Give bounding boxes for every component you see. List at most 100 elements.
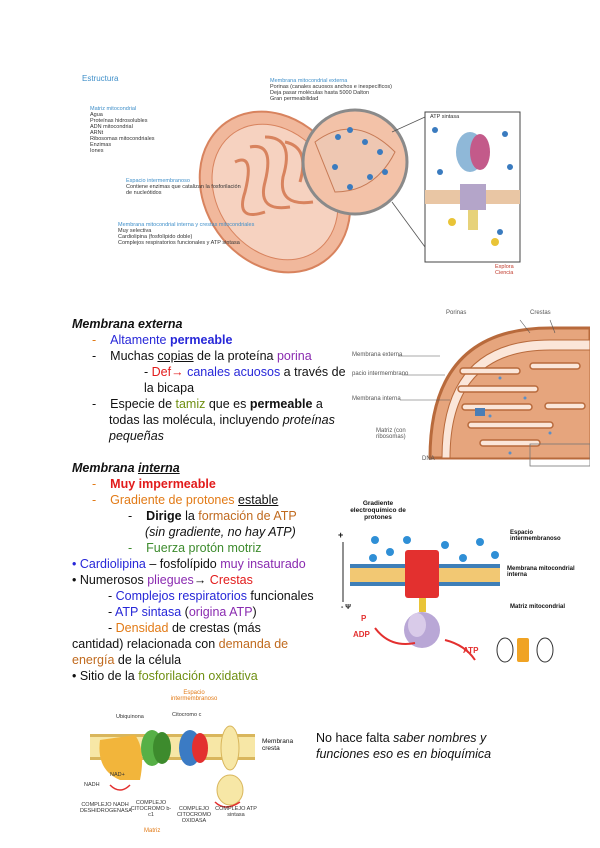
externa-bullet-2: -Muchas copias de la proteína porina	[92, 349, 312, 363]
mitochondria-illustration	[198, 108, 521, 274]
interna-densidad: - Densidad de crestas (más	[108, 620, 261, 636]
note-l1a: No hace falta	[316, 731, 394, 745]
proton-gradient-illustration	[342, 536, 554, 663]
label-porinas: Porinas	[446, 310, 467, 316]
externa-b3-rest1: a través de	[280, 365, 346, 379]
interna-den-l3a: energía	[72, 653, 115, 667]
espacio-item: Contiene enzimas que catalizan la fosfor…	[126, 184, 241, 196]
interna-sub-2: -Fuerza protón motriz	[128, 541, 262, 555]
gradient-espacio-label: Espacio intermembranoso	[510, 530, 561, 542]
gradient-membrana-label: Membrana mitocondrial interna	[507, 566, 575, 578]
interna-cx-comp: Complejos respiratorios	[115, 589, 247, 603]
espacio-title: Espacio intermembranoso	[126, 178, 190, 184]
proton-gradient-figure: Gradiente electroquímico de protones + -…	[335, 500, 590, 680]
interna-den-l3b: de la célula	[114, 653, 182, 667]
interna-cx-dash: -	[108, 589, 116, 603]
interna-c-ins: muy insaturado	[220, 557, 306, 571]
interna-den-rest: de crestas (más	[168, 621, 261, 635]
logo: Explora Ciencia	[495, 264, 514, 276]
label-matriz: Matriz (con ribosomas)	[376, 428, 406, 440]
interna-atp-dash: -	[108, 605, 115, 619]
label-crestas: Crestas	[530, 310, 551, 316]
interna-n-pl: pliegues	[147, 573, 194, 587]
externa-heading: Membrana externa	[72, 317, 183, 331]
citocromo-label: Citocromo c	[172, 712, 202, 718]
externa-item: Gran permeabilidad	[270, 96, 319, 102]
interna-heading: Membrana interna	[72, 460, 180, 476]
interna-s1-la: la	[181, 509, 199, 523]
matriz-item: Agua	[90, 112, 103, 118]
externa-b4-post: a	[312, 397, 323, 411]
label-espacio: pacio intermembrano	[352, 371, 409, 377]
interna-den-l2b: demanda de	[218, 637, 289, 651]
externa-b3-rest2: la bicapa	[144, 381, 195, 395]
atp-label: ATP	[463, 646, 479, 655]
matriz-item: Ribosomas mitocondriales	[90, 136, 155, 142]
minus-psi: - Ψ	[341, 604, 351, 611]
externa-b3-canales: canales acuosos	[187, 365, 281, 379]
externa-item: Porinas (canales acuosos anchos e inespe…	[270, 84, 392, 90]
nad-label: NAD+	[110, 772, 125, 778]
matriz-item: ADN mitocondrial	[90, 124, 133, 130]
note-line-2: funciones eso es en bioquímica	[316, 747, 492, 761]
externa-b3-def: Def→	[151, 365, 188, 379]
matriz-item: ARNt	[90, 130, 104, 136]
interna-sub-1: -Dirige la formación de ATP	[128, 509, 297, 523]
externa-b1-text: Altamente	[110, 333, 170, 347]
interna-cx-func: funcionales	[246, 589, 314, 603]
externa-b2-mid: de la proteína	[193, 349, 277, 363]
externa-b4-line2: todas las molécula, incluyendo proteínas	[109, 412, 335, 428]
interna-n-cr: Crestas	[209, 573, 253, 587]
interna-item: Cardiolipina (fosfolípido doble)	[118, 234, 193, 240]
interna-densidad-l3: energía de la célula	[72, 652, 181, 668]
externa-b4-l2i: proteínas	[282, 413, 335, 427]
externa-b4-pre: Especie de	[110, 397, 176, 411]
interna-bullet-1: -Muy impermeable	[92, 477, 216, 491]
interna-c-fosfo: – fosfolípido	[145, 557, 221, 571]
interna-b2-est: estable	[238, 493, 279, 507]
adp-label: ADP	[353, 630, 370, 639]
figure-title: Estructura	[82, 74, 119, 83]
externa-b4-mid: que es	[205, 397, 250, 411]
externa-b4-perm: permeable	[249, 397, 313, 411]
interna-densidad-l2: cantidad) relacionada con demanda de	[72, 636, 288, 652]
externa-title: Membrana mitocondrial externa	[270, 78, 348, 84]
matriz-title: Matriz mitocondrial	[90, 106, 137, 112]
interna-title: Membrana mitocondrial interna y crestas …	[118, 222, 255, 228]
chain-matriz-label: Matriz	[144, 828, 161, 834]
interna-s1-form: formación de ATP	[198, 509, 297, 523]
plus-sign: +	[338, 530, 344, 540]
externa-b2-copias: copias	[157, 349, 194, 363]
electron-chain-figure: Espacio intermembranoso Ubiquinona Citoc…	[80, 690, 305, 840]
matriz-item: Iones	[90, 148, 104, 154]
interna-n-pre: • Numerosos	[72, 573, 148, 587]
complejo-bc1-label: COMPLEJO CITOCROMO b-c1	[130, 800, 172, 818]
matriz-item: Proteínas hidrosolubles	[90, 118, 148, 124]
interna-pliegues: • Numerosos pliegues→ Crestas	[72, 572, 253, 588]
gradient-title: Gradiente electroquímico de protones	[350, 500, 406, 521]
gradient-matriz-label: Matriz mitocondrial	[510, 604, 566, 610]
interna-atp-p1: (	[181, 605, 189, 619]
interna-b1-muy: Muy	[110, 477, 139, 491]
chain-espacio-label: Espacio intermembranoso	[170, 690, 218, 702]
complejo-oxidasa-label: COMPLEJO CITOCROMO OXIDASA	[176, 806, 212, 824]
externa-b2-porina: porina	[276, 349, 312, 363]
mitochondria-structure-figure: Estructura Matriz mitocondrial Agua Prot…	[80, 72, 530, 282]
interna-den-l2a: cantidad) relacionada con	[72, 637, 219, 651]
interna-sitio: • Sitio de la fosforilación oxidativa	[72, 668, 258, 684]
interna-n-arrow: →	[193, 573, 210, 587]
externa-b4-l2: todas las molécula, incluyendo	[109, 413, 283, 427]
externa-b4-l3: pequeñas	[109, 429, 164, 443]
interna-complejos: - Complejos respiratorios funcionales	[108, 588, 314, 604]
interna-sitio-f: fosforilación oxidativa	[138, 669, 258, 683]
ubiquinona-label: Ubiquinona	[116, 714, 144, 720]
matriz-block: Matriz mitocondrial Agua Proteínas hidro…	[90, 106, 190, 154]
externa-bullet-4: -Especie de tamiz que es permeable a	[92, 397, 323, 411]
interna-b1-imp: impermeable	[138, 477, 216, 491]
interna-item: Muy selectiva	[118, 228, 152, 234]
note-l1b: saber nombres y	[393, 731, 487, 745]
externa-block: Membrana mitocondrial externa Porinas (c…	[270, 78, 470, 102]
chain-membrana-label: Membrana cresta	[262, 738, 294, 752]
note-line-1: No hace falta saber nombres y	[316, 730, 486, 746]
electron-chain-illustration	[90, 725, 255, 808]
